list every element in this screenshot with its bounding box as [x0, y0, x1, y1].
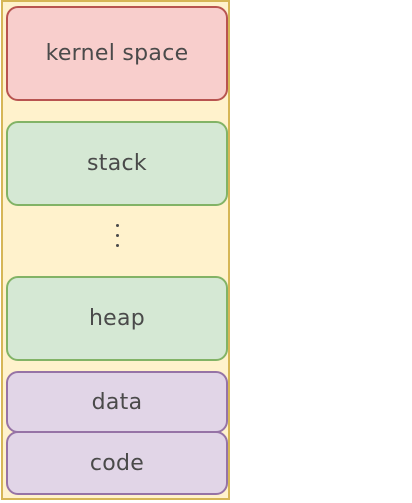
data-segment: data [6, 371, 228, 433]
ellipsis-dot [115, 243, 119, 247]
data-label: data [91, 389, 143, 415]
kernel-space-label: kernel space [45, 41, 189, 66]
stack-label: stack [87, 151, 147, 176]
ellipsis-dot [115, 233, 119, 237]
code-label: code [89, 450, 145, 476]
code-segment: code [6, 431, 228, 495]
heap-segment: heap [6, 276, 228, 361]
vertical-ellipsis [6, 220, 228, 250]
kernel-space-segment: kernel space [6, 6, 228, 101]
stack-segment: stack [6, 121, 228, 206]
heap-label: heap [88, 306, 146, 331]
ellipsis-dot [115, 223, 119, 227]
